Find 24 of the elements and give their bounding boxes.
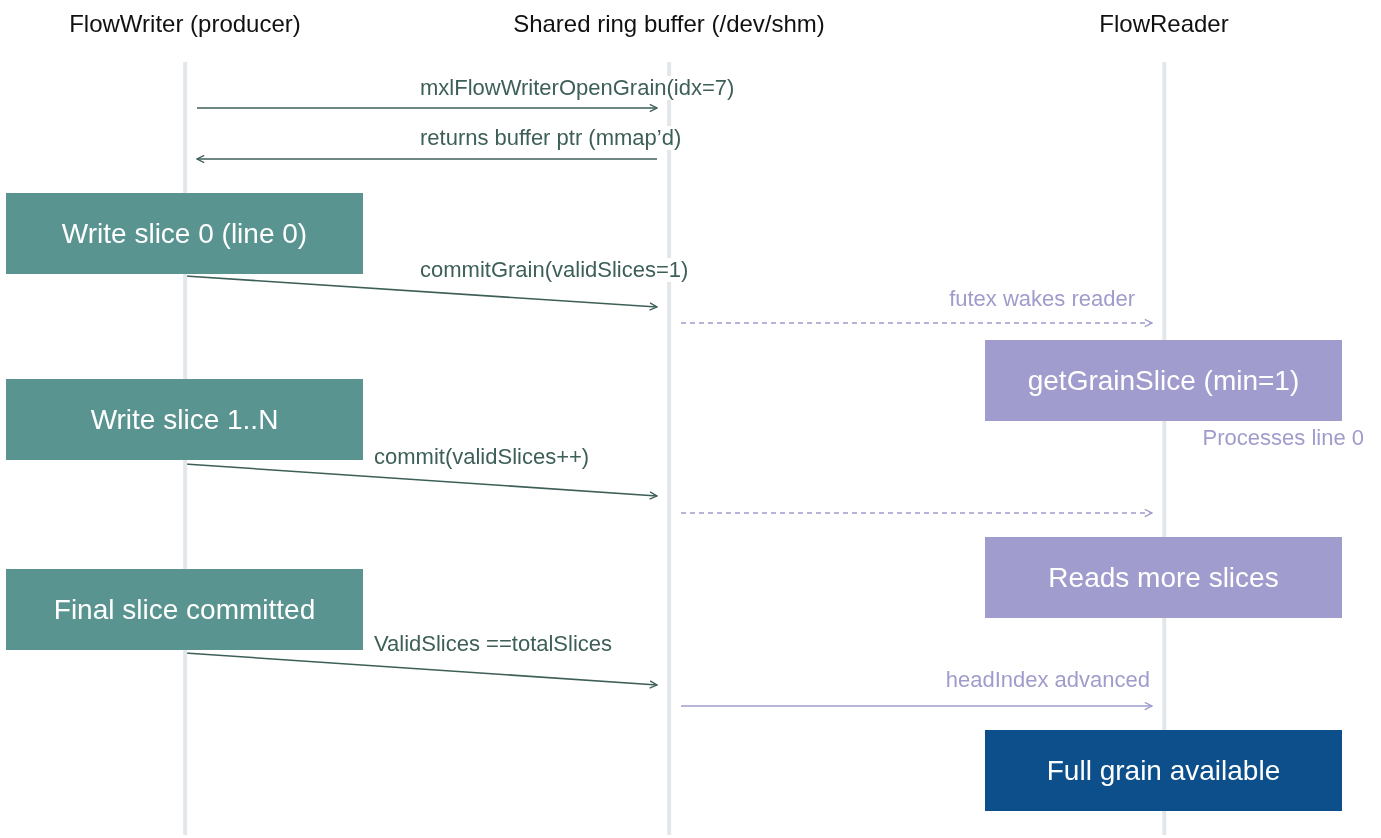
edge-label: mxlFlowWriterOpenGrain(idx=7) xyxy=(420,76,735,100)
edge-label: commitGrain(validSlices=1) xyxy=(420,258,689,282)
message-arrow xyxy=(680,508,1153,518)
edge-label: returns buffer ptr (mmap’d) xyxy=(420,126,682,150)
message-arrow xyxy=(196,103,658,113)
edge-label: commit(validSlices++) xyxy=(374,445,590,469)
activation-box xyxy=(6,569,363,650)
lifeline-header: FlowReader xyxy=(1099,10,1229,37)
box-label: getGrainSlice (min=1) xyxy=(1027,364,1300,397)
box-label: Write slice 1..N xyxy=(90,403,279,436)
message-arrow xyxy=(680,318,1153,328)
activation-box xyxy=(6,379,363,460)
box-label: Full grain available xyxy=(1046,754,1281,787)
lifeline-header: Shared ring buffer (/dev/shm) xyxy=(513,10,825,37)
message-arrow xyxy=(680,701,1153,711)
activation-box xyxy=(6,193,363,274)
box-label: Write slice 0 (line 0) xyxy=(61,217,308,250)
lifeline-header: FlowWriter (producer) xyxy=(69,10,301,37)
message-arrow xyxy=(196,154,658,164)
activation-box xyxy=(985,730,1342,811)
box-label: Final slice committed xyxy=(53,593,316,626)
note-text: Processes line 0 xyxy=(1202,425,1364,451)
box-label: Reads more slices xyxy=(1048,561,1279,594)
activation-box xyxy=(985,537,1342,618)
